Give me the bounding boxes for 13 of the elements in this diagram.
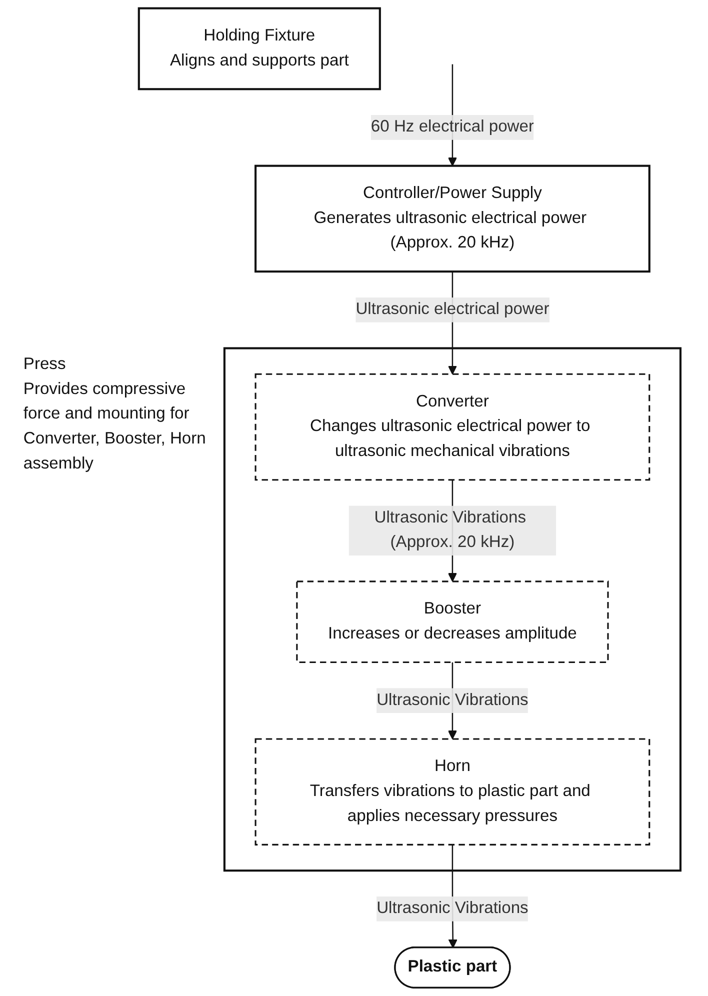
cluster [223, 347, 682, 872]
edge-label: Ultrasonic Vibrations [376, 691, 528, 709]
node-box: Booster Increases or decreases amplitude [296, 580, 609, 664]
edge-label: 60 Hz electrical power [370, 118, 534, 136]
node-box: Holding Fixture Aligns and supports part [138, 7, 381, 90]
node-label: Provides compressive force and mounting for Converter, Booster, Horn assembly [23, 380, 206, 473]
edge-label: Ultrasonic Vibrations (Approx. 20 kHz) [374, 508, 526, 552]
edge-label: Ultrasonic Vibrations [376, 900, 528, 918]
node-box: Horn Transfers vibrations to plastic part and applies necessary pressures [254, 738, 650, 846]
node-box: Controller/Power Supply Generates ultrasonic electrical power (Approx. 20 kHz) [254, 164, 650, 273]
edge-label: Ultrasonic electrical power [356, 300, 550, 318]
node-label: Press [23, 355, 66, 374]
node-box: Converter Changes ultrasonic electrical power to ultrasonic mechanical vibrations [254, 373, 650, 481]
